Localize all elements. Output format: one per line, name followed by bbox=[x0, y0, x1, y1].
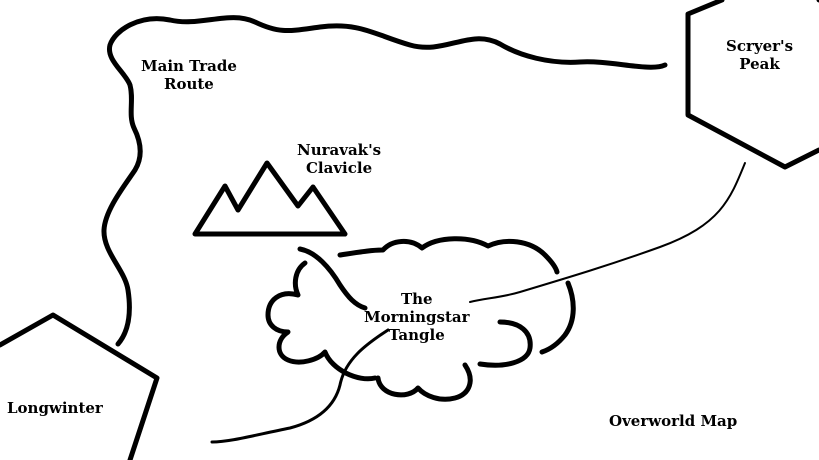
longwinter-hexagon bbox=[0, 312, 160, 460]
map-title: Overworld Map bbox=[609, 412, 738, 430]
morningstar-tangle-label: The Morningstar Tangle bbox=[364, 290, 470, 344]
scryers-peak-label-line-2: Peak bbox=[739, 55, 780, 73]
scryers-peak-hexagon bbox=[685, 0, 819, 170]
nuravaks-clavicle-label-line-1: Nuravak's bbox=[297, 141, 382, 159]
morningstar-tangle-label-line-1: The bbox=[400, 290, 433, 308]
tangle-cloud-bottom bbox=[375, 362, 473, 402]
main-trade-route-road bbox=[101, 15, 668, 347]
longwinter-road bbox=[210, 328, 390, 444]
morningstar-tangle-cloud bbox=[265, 236, 576, 402]
nuravaks-clavicle-label: Nuravak's Clavicle bbox=[297, 141, 381, 177]
nuravaks-clavicle-label-line-2: Clavicle bbox=[305, 159, 373, 177]
scryers-peak-label: Scryer's Peak bbox=[726, 37, 793, 73]
main-trade-route-label-line-2: Route bbox=[164, 75, 214, 93]
tangle-cloud-left bbox=[265, 260, 378, 382]
tangle-cloud-right bbox=[477, 280, 576, 368]
morningstar-tangle-label-line-2: Morningstar bbox=[364, 308, 470, 326]
morningstar-tangle-label-line-3: Tangle bbox=[388, 326, 445, 344]
scryers-peak-road bbox=[469, 162, 746, 303]
nuravaks-clavicle-mountain bbox=[192, 160, 348, 237]
main-trade-route-label-line-1: Main Trade bbox=[141, 57, 237, 75]
longwinter-label: Longwinter bbox=[7, 399, 103, 417]
scryers-peak-label-line-1: Scryer's bbox=[726, 37, 794, 55]
tangle-cloud-top bbox=[337, 236, 560, 275]
main-trade-route-label: Main Trade Route bbox=[141, 57, 237, 93]
tangle-path-left bbox=[297, 246, 368, 311]
